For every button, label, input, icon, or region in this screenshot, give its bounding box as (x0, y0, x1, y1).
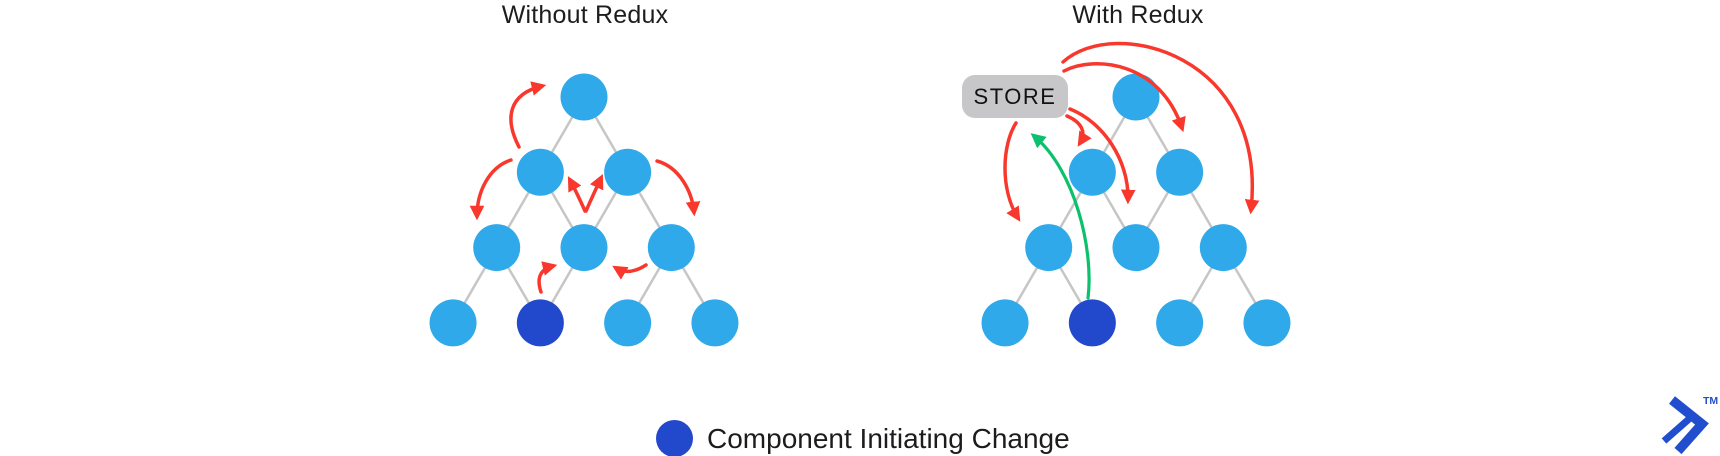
logo-chevron-shape (1669, 396, 1709, 455)
component-node-without-redux-1.1 (560, 73, 608, 121)
component-node-without-redux-4.1 (429, 299, 477, 347)
component-node-with-redux-1.1 (1112, 73, 1160, 121)
component-node-with-redux-3.2 (1112, 224, 1160, 272)
right-diagram-title: With Redux (1072, 1, 1204, 29)
component-node-without-redux-3.1 (473, 224, 521, 272)
red-arrow-without-redux-2.2-to-3.3 (655, 159, 701, 217)
left-diagram-title: Without Redux (501, 1, 669, 29)
component-node-without-redux-4.4 (691, 299, 739, 347)
logo-slash-shape (1661, 416, 1692, 444)
red-arrow-without-redux-2.1-to-1.1 (509, 81, 547, 149)
component-node-without-redux-3.2 (560, 224, 608, 272)
red-arrow-without-redux-3.2-to-2.1 (567, 176, 587, 213)
component-node-with-redux-4.4 (1243, 299, 1291, 347)
legend-initiator-dot (656, 420, 693, 456)
green-arrow-with-redux-4.2-to-store (1030, 133, 1091, 300)
red-arrow-without-redux-4.2-to-3.2 (537, 261, 558, 294)
initiator-node-without-redux-4.2 (516, 299, 564, 347)
toptal-logo-mark: TM (1661, 395, 1718, 455)
component-node-without-redux-2.1 (516, 148, 564, 196)
trademark-text: TM (1703, 395, 1718, 407)
tree-edges-layer (451, 96, 1269, 324)
red-arrow-with-redux-store-to-2.2 (1062, 62, 1186, 133)
component-nodes-layer (429, 73, 1291, 347)
red-arrow-without-redux-3.3-to-3.2 (612, 263, 648, 280)
red-arrow-without-redux-3.2-to-2.2 (584, 174, 604, 213)
component-node-with-redux-3.3 (1199, 224, 1247, 272)
red-arrow-with-redux-store-to-3.3 (1061, 41, 1260, 215)
red-arrow-with-redux-store-to-3.2 (1068, 107, 1136, 205)
red-arrow-without-redux-2.1-to-3.1 (469, 158, 513, 221)
component-node-without-redux-3.3 (647, 224, 695, 272)
initiator-node-with-redux-4.2 (1068, 299, 1116, 347)
component-node-without-redux-4.3 (604, 299, 652, 347)
legend-label: Component Initiating Change (707, 422, 1070, 454)
component-node-with-redux-2.1 (1068, 148, 1116, 196)
component-node-with-redux-4.1 (981, 299, 1029, 347)
component-node-with-redux-2.2 (1156, 148, 1204, 196)
legend: Component Initiating Change (656, 420, 1070, 456)
red-arrow-with-redux-store-to-2.1 (1065, 114, 1092, 147)
data-flow-arrows-layer (469, 41, 1260, 300)
component-node-with-redux-4.3 (1156, 299, 1204, 347)
component-node-without-redux-2.2 (604, 148, 652, 196)
component-node-with-redux-3.1 (1025, 224, 1073, 272)
store-box: STORE (962, 75, 1068, 118)
red-arrow-with-redux-store-to-3.1 (1003, 121, 1021, 222)
